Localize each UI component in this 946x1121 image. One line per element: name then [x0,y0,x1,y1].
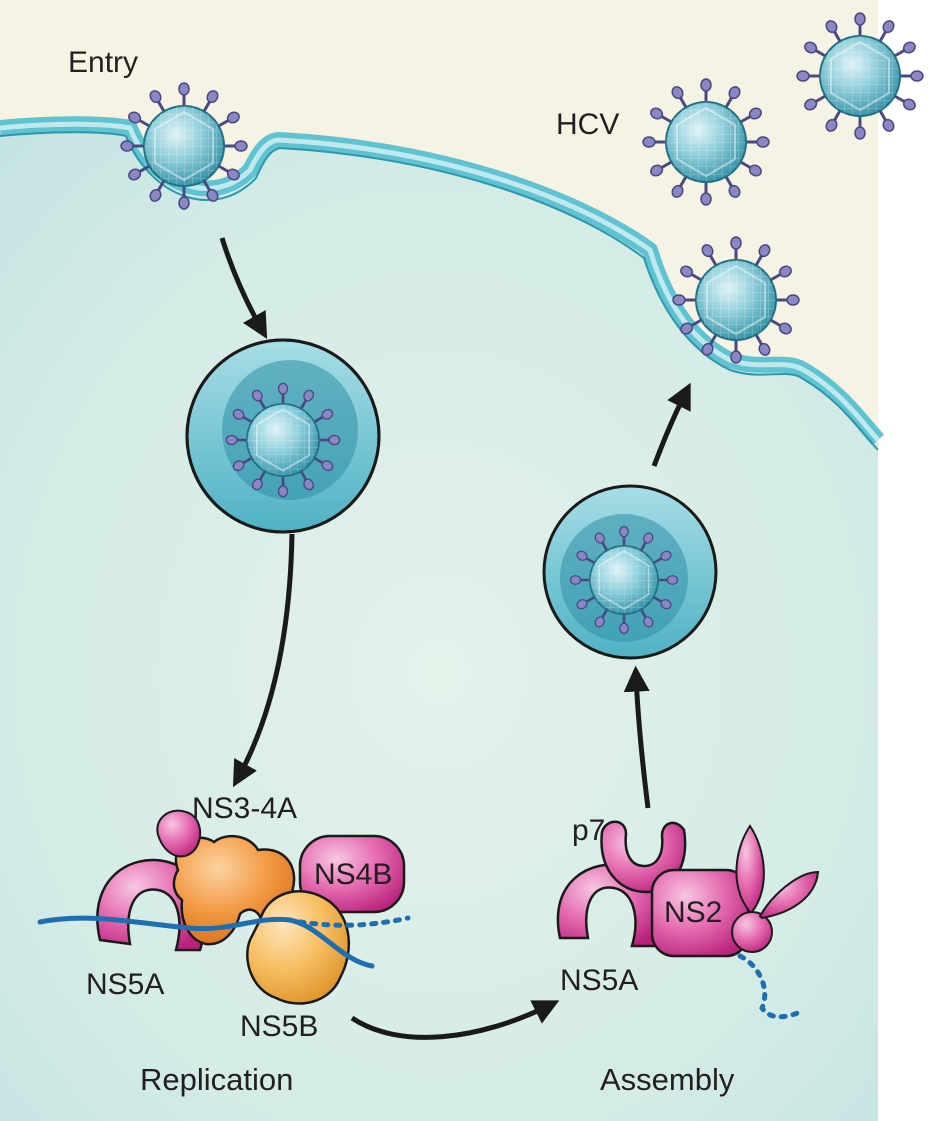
secretory-vesicle [542,484,718,660]
hcv-label: HCV [556,108,620,141]
p7-label: p7 [572,814,606,847]
ns3-4a-pink-subunit [156,809,202,858]
glycoprotein-petal-1 [735,824,765,913]
arrow-vesicle-to-budding [651,382,691,467]
assembly-complex [556,820,820,1020]
ns5b-label: NS5B [240,1010,319,1043]
ns5a-replication-label: NS5A [86,968,165,1001]
arrow-replication-to-assembly [350,1000,560,1040]
ns2-label: NS2 [664,896,723,929]
viral-rna-dotted [297,915,411,928]
arrow-vesicle-to-replication [232,533,295,788]
ns5a-assembly-label: NS5A [560,964,639,997]
assembly-rna-dotted [737,953,803,1020]
entry-label: Entry [68,46,139,79]
arrow-entry-to-vesicle [219,237,268,340]
ns4b-label: NS4B [314,858,393,891]
replication-complex [37,809,411,1005]
replication-label: Replication [140,1062,294,1097]
assembly-label: Assembly [600,1062,735,1097]
ns4b-protein [298,834,406,914]
arrow-assembly-to-vesicle [623,665,651,809]
glycoprotein-petal-2 [758,870,820,920]
ns3-4a-label: NS3-4A [192,792,298,825]
viral-rna-strand [37,915,375,969]
endocytic-vesicle [185,338,381,534]
